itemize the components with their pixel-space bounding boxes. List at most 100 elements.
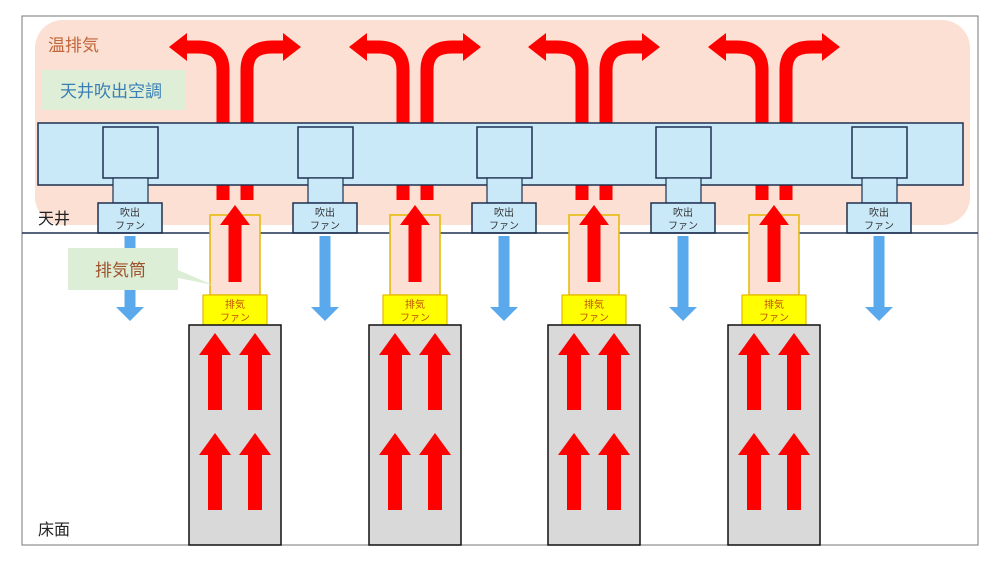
exhaust-fan-label: ファン <box>759 313 789 324</box>
rack-hot-air-arrow <box>199 333 231 410</box>
arrow-head-left <box>349 33 367 61</box>
rack-hot-air-arrow <box>199 433 231 510</box>
hot-air-arrow-right <box>599 40 644 200</box>
rack-hot-air-arrow <box>598 433 630 510</box>
server-rack <box>547 324 641 546</box>
arrow-head-right <box>283 33 301 61</box>
ac-unit-neck <box>112 177 149 204</box>
supply-fan-label: 吹出 <box>494 206 514 219</box>
rack-hot-air-arrow <box>379 433 411 510</box>
arrow-head-right <box>822 33 840 61</box>
server-rack <box>368 324 462 546</box>
hot-exhaust-pipe-pair <box>708 33 840 200</box>
exhaust-fan-box <box>741 294 807 326</box>
ceiling-ac-callout <box>42 70 185 110</box>
arrow-head-left <box>528 33 546 61</box>
ac-unit-neck <box>486 177 523 204</box>
exhaust-duct-callout <box>68 248 213 290</box>
supply-fan-box <box>292 202 358 234</box>
supply-fan-box <box>471 202 537 234</box>
hot-air-arrow-left <box>365 40 410 200</box>
supply-fan-label: ファン <box>310 221 340 232</box>
exhaust-fan-box <box>382 294 448 326</box>
hot-air-arrow-right <box>420 40 465 200</box>
exhaust-fan-label: 排気 <box>225 298 245 311</box>
rack-hot-air-arrow <box>239 333 271 410</box>
hot-air-arrow-left <box>544 40 589 200</box>
supply-fan-label: 吹出 <box>315 206 335 219</box>
arrow-head-right <box>463 33 481 61</box>
supply-fan-label: 吹出 <box>869 206 889 219</box>
warm-exhaust-label: 温排気 <box>48 36 99 56</box>
exhaust-fan-label: 排気 <box>764 298 784 311</box>
hot-air-arrow-right <box>779 40 824 200</box>
ac-unit-neck <box>665 177 702 204</box>
hot-air-arrow-left <box>185 40 230 200</box>
ac-unit-neck <box>861 177 898 204</box>
exhaust-fan-box <box>202 294 268 326</box>
exhaust-duct-label: 排気筒 <box>95 261 146 281</box>
supply-fan-box <box>97 202 163 234</box>
cold-air-arrow <box>865 236 893 321</box>
exhaust-fan-label: 排気 <box>584 298 604 311</box>
exhaust-fan-box <box>561 294 627 326</box>
arrow-head-left <box>169 33 187 61</box>
exhaust-fan-label: 排気 <box>405 298 425 311</box>
ac-unit-box <box>655 126 712 179</box>
exhaust-fan-label: ファン <box>579 313 609 324</box>
ac-unit-box <box>297 126 354 179</box>
server-rack <box>188 324 282 546</box>
hot-exhaust-pipe-pair <box>528 33 660 200</box>
rack-hot-air-arrow <box>419 333 451 410</box>
hot-air-arrow <box>579 205 609 282</box>
rack-hot-air-arrow <box>778 333 810 410</box>
rack-hot-air-arrow <box>558 333 590 410</box>
supply-fan-label: ファン <box>489 221 519 232</box>
rack-hot-air-arrow <box>419 433 451 510</box>
supply-fan-label: 吹出 <box>673 206 693 219</box>
ac-unit-neck <box>307 177 344 204</box>
hot-air-arrow <box>759 205 789 282</box>
supply-fan-box <box>650 202 716 234</box>
hot-air-arrow-left <box>724 40 769 200</box>
hot-exhaust-pipes <box>169 33 840 200</box>
rack-hot-air-arrow <box>558 433 590 510</box>
ceiling-label: 天井 <box>38 209 70 228</box>
supply-fan-label: 吹出 <box>120 206 140 219</box>
floor-label: 床面 <box>38 520 70 539</box>
arrow-head-right <box>642 33 660 61</box>
cold-air-arrow <box>490 236 518 321</box>
ac-unit-box <box>476 126 533 179</box>
ceiling-ac-label: 天井吹出空調 <box>60 82 162 102</box>
hot-air-arrow-right <box>240 40 285 200</box>
hot-air-arrow <box>400 205 430 282</box>
supply-fan-label: ファン <box>864 221 894 232</box>
hot-exhaust-pipe-pair <box>349 33 481 200</box>
exhaust-fan-label: ファン <box>220 313 250 324</box>
exhaust-fan-label: ファン <box>400 313 430 324</box>
rack-hot-air-arrow <box>738 433 770 510</box>
rack-hot-air-arrow <box>598 333 630 410</box>
ac-unit-box <box>851 126 908 179</box>
cold-air-arrow <box>669 236 697 321</box>
supply-fan-label: ファン <box>115 221 145 232</box>
rack-hot-air-arrow <box>239 433 271 510</box>
server-rack <box>727 324 821 546</box>
arrow-head-left <box>708 33 726 61</box>
rack-hot-air-arrow <box>379 333 411 410</box>
cold-air-arrow <box>311 236 339 321</box>
ac-unit-box <box>102 126 159 179</box>
rack-hot-air-arrow <box>778 433 810 510</box>
supply-fan-label: ファン <box>668 221 698 232</box>
